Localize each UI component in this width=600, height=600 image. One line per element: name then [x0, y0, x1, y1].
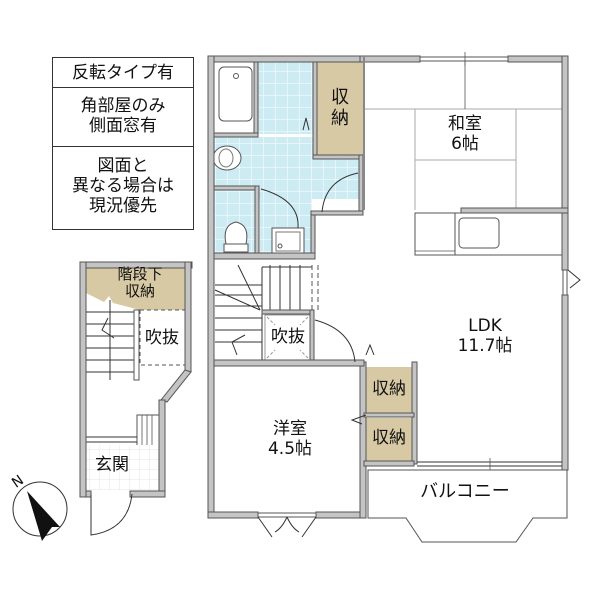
label-ldk: LDK 11.7帖 — [457, 316, 513, 356]
storage-1 — [366, 367, 412, 413]
void-main — [264, 314, 311, 361]
note-reversed-type: 反転タイプ有 — [53, 58, 193, 88]
note-actual-priority: 図面と 異なる場合は 現況優先 — [72, 156, 174, 216]
tatami-lines — [365, 58, 562, 210]
compass-icon — [12, 481, 68, 541]
label-storage-2: 収納 — [372, 428, 406, 448]
walls — [207, 55, 569, 519]
label-balcony: バルコニー — [420, 481, 510, 502]
door-swings — [257, 117, 581, 538]
sink-icon — [212, 145, 242, 171]
label-storage-1: 収納 — [372, 379, 406, 399]
storage-top — [317, 62, 363, 156]
label-void-main: 吹抜 — [271, 327, 305, 347]
label-washitsu: 和室 6帖 — [448, 114, 482, 154]
note-corner-window: 角部屋のみ 側面窓有 — [53, 88, 193, 147]
label-void-left: 吹抜 — [145, 328, 179, 348]
stairs-main — [214, 264, 319, 362]
stair-annex — [79, 261, 193, 536]
label-genkan: 玄関 — [95, 455, 129, 475]
toilet-icon — [223, 221, 249, 253]
label-yoshitsu: 洋室 4.5帖 — [267, 419, 313, 459]
storage-2 — [366, 418, 412, 461]
label-under-stairs-storage: 階段下 収納 — [117, 265, 163, 301]
windows — [257, 52, 568, 518]
label-storage-top: 収 納 — [331, 87, 349, 129]
notes-panel: 反転タイプ有 角部屋のみ 側面窓有 図面と 異なる場合は 現況優先 — [52, 57, 194, 230]
kitchen-counter — [414, 212, 564, 256]
bathtub-icon — [218, 66, 253, 122]
balcony-outline — [367, 469, 568, 543]
